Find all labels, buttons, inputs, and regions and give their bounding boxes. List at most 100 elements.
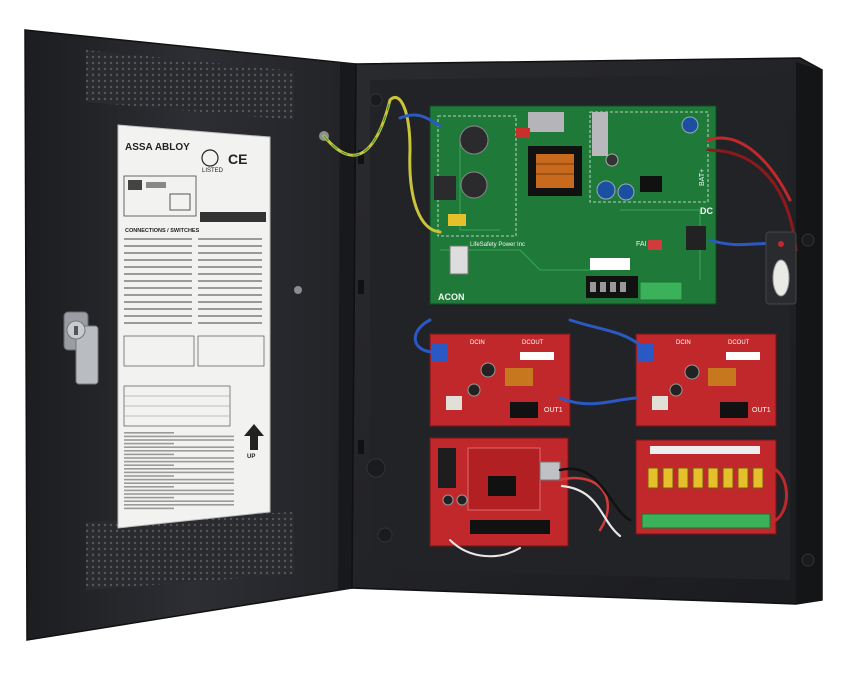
label-text-line bbox=[198, 266, 262, 268]
label-text-line bbox=[124, 287, 192, 289]
label-text-line bbox=[124, 486, 174, 488]
label-text-line bbox=[124, 273, 192, 275]
film-capacitor bbox=[516, 128, 530, 138]
label-text-line bbox=[124, 308, 192, 310]
label-text-line bbox=[124, 457, 234, 459]
black-wire bbox=[558, 467, 632, 522]
label-text-line bbox=[124, 464, 174, 466]
label-text-line bbox=[124, 432, 174, 434]
label-text-line bbox=[124, 450, 234, 452]
label-text-line bbox=[124, 471, 234, 474]
wiring bbox=[322, 96, 798, 558]
out-label-right: OUT1 bbox=[752, 407, 771, 414]
fai-label: FAI bbox=[636, 241, 647, 248]
label-text-line bbox=[124, 245, 192, 247]
up-arrow-text: UP bbox=[247, 454, 255, 460]
label-text-line bbox=[198, 308, 262, 310]
dcout-label-right: DCOUT bbox=[728, 340, 750, 346]
label-text-line bbox=[124, 238, 192, 240]
red-wire bbox=[706, 136, 792, 202]
label-text-line bbox=[198, 280, 262, 282]
dc-converter-board-right: DCIN DCOUT OUT1 bbox=[635, 333, 777, 427]
distribution-terminal-strip bbox=[641, 513, 771, 529]
label-text-line bbox=[124, 439, 234, 441]
door-vent-bottom bbox=[86, 512, 294, 590]
brand-text: ASSA ABLOY bbox=[125, 142, 190, 153]
capacitor bbox=[605, 153, 619, 167]
fuse bbox=[647, 467, 659, 489]
up-arrow-icon bbox=[244, 424, 264, 450]
label-text-line bbox=[198, 287, 262, 289]
label-text-line bbox=[198, 245, 262, 247]
fuse bbox=[692, 467, 704, 489]
label-text-line bbox=[124, 489, 234, 492]
fuse-row bbox=[647, 467, 764, 489]
label-text-line bbox=[124, 315, 192, 317]
capacitor bbox=[460, 171, 488, 199]
red-wire bbox=[774, 468, 788, 522]
door-edge bbox=[338, 62, 356, 590]
heatsink bbox=[528, 112, 564, 132]
label-spec-table-right bbox=[197, 335, 265, 367]
label-text-line bbox=[124, 435, 234, 438]
ic-chip bbox=[640, 176, 662, 192]
bat-label: BAT+ bbox=[699, 169, 706, 186]
cabinet-right-side bbox=[796, 62, 822, 604]
capacitor bbox=[681, 116, 699, 134]
main-board-name: LifeSafety Power Inc bbox=[470, 242, 525, 248]
out-label-left: OUT1 bbox=[544, 407, 563, 414]
section-heading: CONNECTIONS / SWITCHES bbox=[125, 228, 200, 234]
red-wire bbox=[706, 148, 798, 252]
ce-mark-text: CE bbox=[228, 151, 247, 167]
tamper-switch bbox=[765, 231, 797, 305]
capacitor bbox=[596, 180, 616, 200]
capacitor bbox=[459, 125, 489, 155]
dc-label: DC bbox=[700, 206, 713, 216]
label-text-line bbox=[124, 259, 192, 261]
dcin-label-left: DCIN bbox=[470, 340, 485, 346]
heatsink bbox=[592, 112, 608, 156]
green-terminal-block bbox=[639, 281, 683, 301]
dcin-label-right: DCIN bbox=[676, 340, 691, 346]
label-text-line bbox=[124, 280, 192, 282]
label-text-line bbox=[124, 294, 192, 296]
fuse bbox=[662, 467, 674, 489]
fuse bbox=[737, 467, 749, 489]
label-spec-table-left bbox=[123, 335, 195, 367]
label-text-line bbox=[124, 496, 174, 499]
fuse bbox=[677, 467, 689, 489]
label-text-line bbox=[124, 442, 174, 445]
label-text-line bbox=[124, 446, 234, 448]
fai-jumper bbox=[648, 240, 662, 250]
door-instruction-label: ASSA ABLOY LISTED CE CONNECTIONS / SWITC… bbox=[117, 124, 271, 529]
label-text-line bbox=[124, 482, 234, 484]
ul-mark-icon bbox=[201, 149, 219, 167]
ethernet-port bbox=[539, 461, 561, 481]
label-text-line bbox=[124, 266, 192, 268]
label-text-line bbox=[198, 301, 262, 303]
door-lock[interactable] bbox=[63, 311, 99, 385]
blue-wire bbox=[398, 113, 442, 128]
dcout-label-left: DCOUT bbox=[522, 340, 544, 346]
label-text-line bbox=[124, 478, 234, 481]
main-power-supply-board: LifeSafety Power Inc ACON DC BAT+ FAI bbox=[429, 105, 717, 305]
power-distribution-board bbox=[635, 439, 777, 535]
converter-inductor bbox=[505, 368, 533, 386]
door-hinge-screw bbox=[294, 286, 302, 294]
label-schematic bbox=[123, 175, 197, 217]
label-text-line bbox=[124, 322, 192, 324]
label-text-lines bbox=[124, 238, 262, 510]
label-text-line bbox=[198, 238, 262, 240]
ground-wire bbox=[322, 96, 442, 234]
capacitor bbox=[617, 183, 635, 201]
fuse bbox=[722, 467, 734, 489]
label-text-line bbox=[198, 294, 262, 296]
label-warning-bar bbox=[200, 212, 266, 222]
label-text-line bbox=[124, 504, 234, 506]
label-text-line bbox=[124, 493, 234, 495]
label-text-line bbox=[124, 460, 234, 463]
label-text-line bbox=[124, 507, 174, 510]
label-text-line bbox=[198, 252, 262, 254]
label-text-line bbox=[198, 322, 262, 324]
